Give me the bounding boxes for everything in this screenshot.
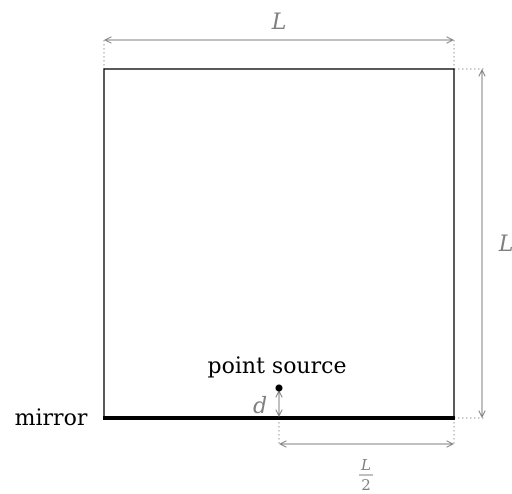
point-source-label: point source [208, 354, 347, 379]
guide-lines [103, 40, 484, 446]
top-dimension-label: L [271, 10, 287, 35]
mirror-label: mirror [15, 406, 88, 431]
source-distance-label: d [253, 394, 267, 419]
point-source-dot [275, 384, 283, 392]
half-dimension-numerator: L [360, 456, 371, 474]
right-dimension-label: L [498, 232, 512, 257]
half-dimension-denominator: 2 [361, 476, 371, 494]
